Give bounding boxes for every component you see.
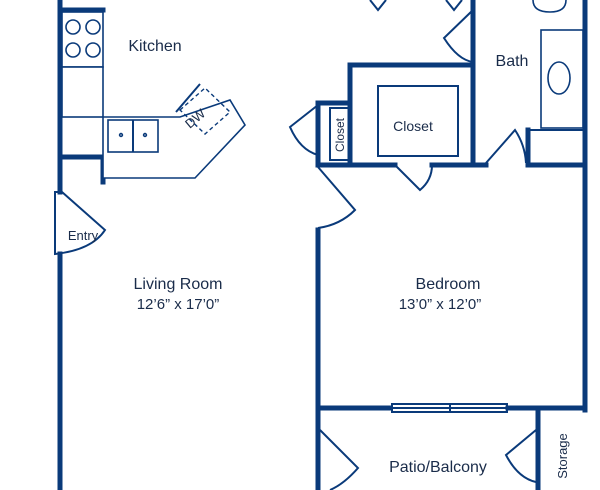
bath-door-icon (485, 128, 527, 164)
closet-door-icon (394, 164, 433, 192)
entry-door-icon (54, 191, 107, 256)
entry-label: Entry (68, 228, 99, 243)
living-room-dimensions: 12’6” x 17’0” (137, 296, 220, 313)
stove-burner-icon (65, 42, 81, 58)
doors (54, 0, 537, 490)
bath-fixtures (528, 0, 584, 131)
stove-burner-icon (85, 19, 101, 35)
living-room-label: Living Room (134, 276, 223, 293)
sink-basin-icon (547, 61, 571, 95)
walls (57, 0, 588, 490)
toilet-icon (532, 0, 567, 13)
bedroom-door-icon (317, 166, 357, 229)
storage-label: Storage (555, 433, 570, 479)
stove-burner-icon (85, 42, 101, 58)
stove-burner-icon (65, 19, 81, 35)
kitchen-fixtures: DW (61, 11, 246, 179)
room-labels: Kitchen Bath Closet Closet Entry Living … (68, 38, 570, 479)
kitchen-label: Kitchen (128, 38, 181, 55)
closet-door-icon (288, 104, 319, 156)
closet-shelving (329, 85, 459, 161)
bedroom-label: Bedroom (416, 276, 481, 293)
closet-main-label: Closet (393, 118, 433, 134)
storage-door-icon (504, 429, 537, 483)
bath-label: Bath (496, 53, 529, 70)
bedroom-dimensions: 13’0” x 12’0” (399, 296, 482, 313)
closet-small-label: Closet (333, 117, 347, 152)
patio-label: Patio/Balcony (389, 459, 487, 476)
patio-door-icon (319, 429, 360, 490)
